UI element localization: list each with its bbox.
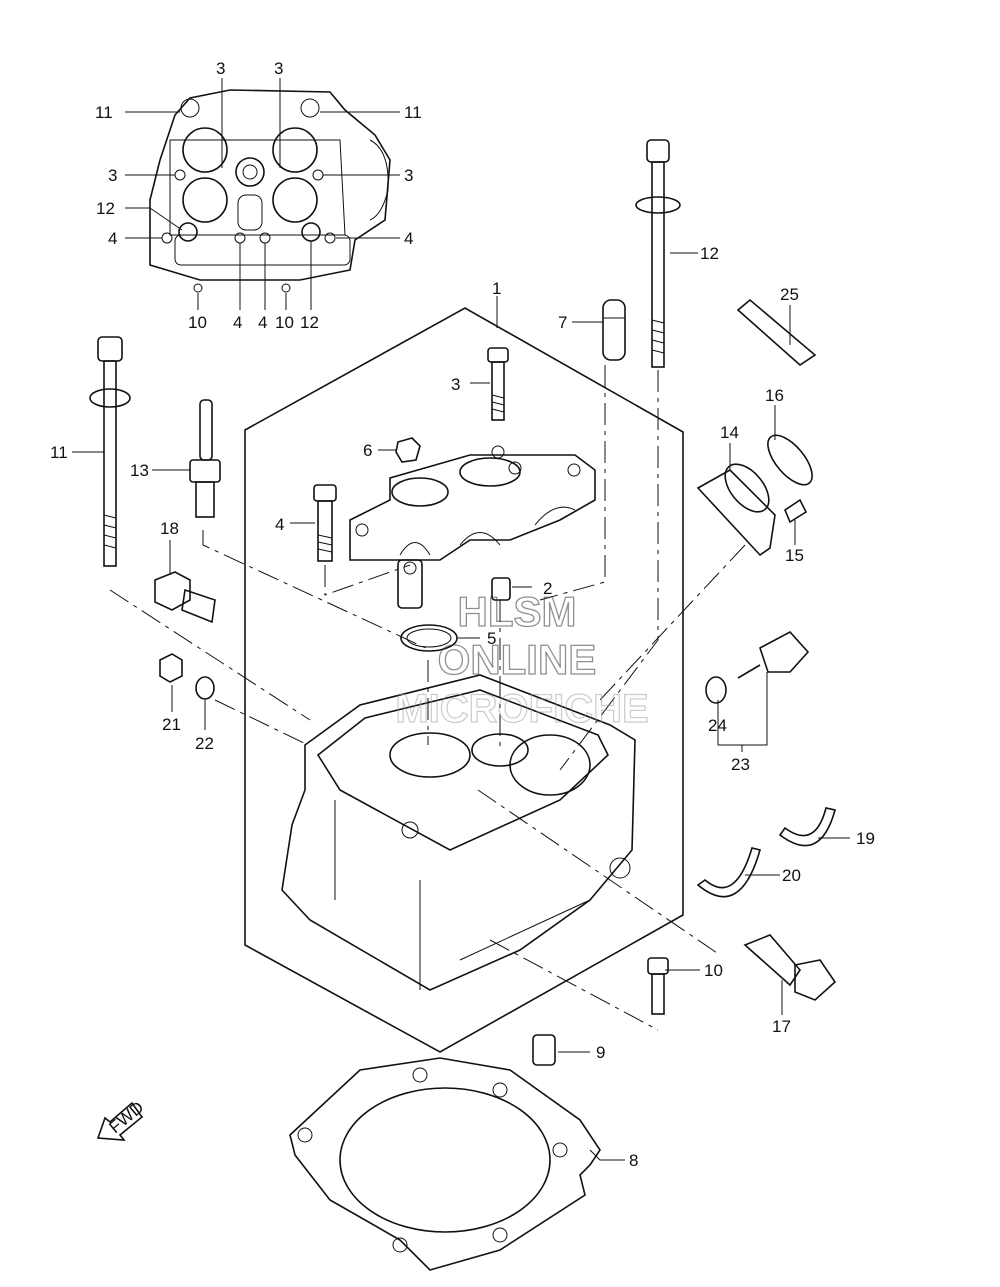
bolt-4 xyxy=(313,484,337,562)
screw-15 xyxy=(784,498,808,524)
callout-2: 2 xyxy=(543,579,552,598)
callout-18: 18 xyxy=(160,519,179,538)
cylinder-head-top-view-inset xyxy=(149,89,391,293)
callout-9: 9 xyxy=(596,1043,605,1062)
callout-inset-10-a: 10 xyxy=(188,313,207,332)
bolt-10 xyxy=(647,957,669,1015)
stud-bolt-11 xyxy=(89,336,131,567)
callout-inset-4-right: 4 xyxy=(404,229,413,248)
callout-inset-4-a: 4 xyxy=(233,313,242,332)
watermark-line-3: MICROFICHE xyxy=(395,687,648,731)
clamp-25 xyxy=(736,298,817,367)
callout-inset-11-right: 11 xyxy=(404,103,422,122)
callout-17: 17 xyxy=(772,1017,791,1036)
callout-6: 6 xyxy=(363,441,372,460)
callout-8: 8 xyxy=(629,1151,638,1170)
callout-3: 3 xyxy=(451,375,460,394)
guide-7 xyxy=(602,299,626,361)
assembly-frame xyxy=(244,307,684,1053)
fwd-label: FWD xyxy=(105,1098,147,1137)
callout-12: 12 xyxy=(700,244,719,263)
callout-inset-3-left: 3 xyxy=(108,166,117,185)
callout-10: 10 xyxy=(704,961,723,980)
callout-inset-11-left: 11 xyxy=(95,103,113,122)
watermark-line-1: HLSM xyxy=(458,588,577,635)
callout-22: 22 xyxy=(195,734,214,753)
callout-11: 11 xyxy=(50,443,68,462)
intake-pipe-14 xyxy=(696,463,776,557)
callout-13: 13 xyxy=(130,461,149,480)
callout-20: 20 xyxy=(782,866,801,885)
inset-leader-lines xyxy=(125,78,400,310)
callout-16: 16 xyxy=(765,386,784,405)
callout-24: 24 xyxy=(708,716,727,735)
bolt-17 xyxy=(743,934,837,1001)
head-gasket-8 xyxy=(289,1057,601,1271)
spark-plug-13 xyxy=(189,399,221,518)
alignment-lines xyxy=(109,365,746,1031)
main-callouts: 1 3 6 4 2 5 7 12 11 13 18 21 22 14 16 15… xyxy=(50,244,875,1170)
dowel-pin-2 xyxy=(491,577,511,601)
inset-callouts: 3 3 11 11 3 3 12 4 4 10 4 4 10 12 xyxy=(95,59,422,332)
callout-25: 25 xyxy=(780,285,799,304)
bolt-21 xyxy=(159,653,183,683)
callout-14: 14 xyxy=(720,423,739,442)
o-ring-24 xyxy=(705,676,727,704)
callout-4: 4 xyxy=(275,515,284,534)
callout-1: 1 xyxy=(492,279,501,298)
dowel-9 xyxy=(532,1034,556,1066)
fwd-arrow-icon: FWD xyxy=(96,1098,147,1141)
callout-19: 19 xyxy=(856,829,875,848)
bolt-3 xyxy=(487,347,509,421)
callout-inset-12-bottom: 12 xyxy=(300,313,319,332)
main-leader-lines xyxy=(72,252,850,1161)
temperature-sensor-23 xyxy=(737,630,810,679)
callout-inset-4-b: 4 xyxy=(258,313,267,332)
bolt-18 xyxy=(154,571,216,624)
watermark: HLSM ONLINE MICROFICHE xyxy=(395,587,650,731)
watermark-line-2: ONLINE xyxy=(438,636,597,683)
camshaft-holder xyxy=(349,445,596,609)
washer-22 xyxy=(195,676,215,700)
seal-20 xyxy=(696,847,761,898)
clamp-16 xyxy=(767,434,813,486)
callout-21: 21 xyxy=(162,715,181,734)
callout-15: 15 xyxy=(785,546,804,565)
callout-inset-3-top-right: 3 xyxy=(274,59,283,78)
stud-bolt-12 xyxy=(635,139,681,368)
callout-inset-4-left: 4 xyxy=(108,229,117,248)
callout-inset-10-b: 10 xyxy=(275,313,294,332)
cylinder-head-1 xyxy=(281,674,636,991)
callout-inset-3-top-left: 3 xyxy=(216,59,225,78)
callout-inset-12-left: 12 xyxy=(96,199,115,218)
bolt-6 xyxy=(395,437,421,463)
callout-5: 5 xyxy=(487,629,496,648)
o-ring-5 xyxy=(400,624,458,652)
callout-inset-3-right: 3 xyxy=(404,166,413,185)
callout-7: 7 xyxy=(558,313,567,332)
callout-23: 23 xyxy=(731,755,750,774)
seal-19 xyxy=(778,807,836,847)
